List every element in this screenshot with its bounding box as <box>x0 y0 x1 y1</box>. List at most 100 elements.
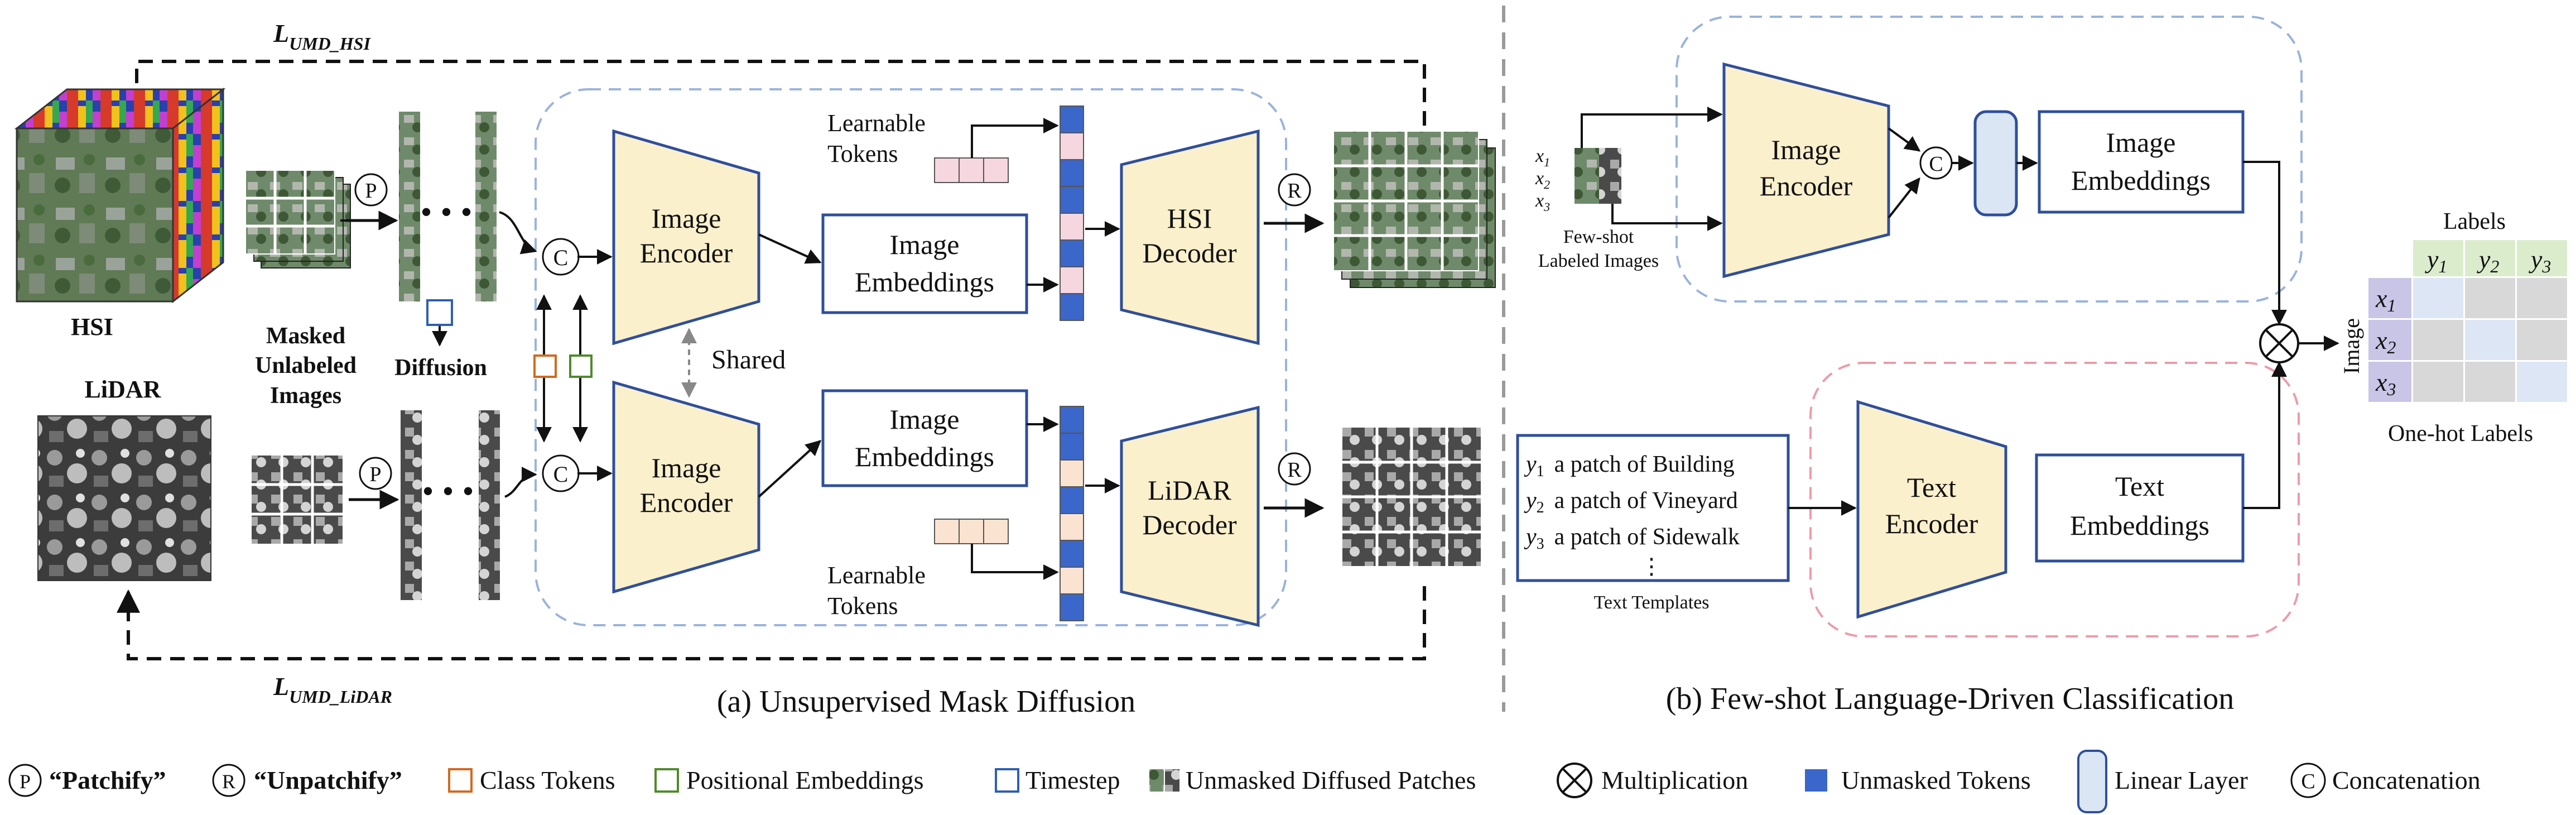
learnable-tokens-hsi <box>934 157 1009 183</box>
lidar-image <box>37 415 211 581</box>
patchify-icon-lidar <box>359 457 392 490</box>
tokens-label-hsi: Tokens <box>827 140 898 167</box>
hsi-reconstruction <box>1333 131 1496 288</box>
lidar-embeddings-label: Image <box>890 404 960 435</box>
labeled-images-label: Labeled Images <box>1538 251 1659 271</box>
panel-b-image-container <box>1675 16 2303 303</box>
unlabeled-label: Unlabeled <box>255 353 357 378</box>
one-hot-matrix <box>2368 240 2567 402</box>
labels-title: Labels <box>2443 209 2506 234</box>
panel-a-container <box>535 88 1287 626</box>
text-embeddings-label: Text <box>2115 471 2164 502</box>
legend-unpatchify: “Unpatchify” <box>254 766 402 794</box>
lidar-loss-path <box>117 586 1426 660</box>
text-encoder-label-2: Encoder <box>1885 508 1978 539</box>
x2-label: x2 <box>1535 168 1550 191</box>
patchify-symbol: P <box>365 179 377 203</box>
fewshot-embeddings-label-2: Embeddings <box>2071 165 2211 196</box>
diffusion-label: Diffusion <box>394 355 487 381</box>
hsi-label: HSI <box>71 313 113 341</box>
text-embeddings <box>2035 453 2245 563</box>
hsi-loss-path <box>125 60 1426 126</box>
hsi-loss-label: LUMD_HSI <box>273 19 371 54</box>
row-x2-label: x2 <box>2375 326 2396 357</box>
y1-label: y1 <box>2425 245 2447 276</box>
lidar-embeddings-label-2: Embeddings <box>855 441 994 472</box>
text-encoder-label: Text <box>1907 472 1956 503</box>
concat-symbol: C <box>1929 152 1943 176</box>
text-embeddings-label-2: Embeddings <box>2070 510 2209 541</box>
svg-text:• • •: • • • <box>420 194 472 231</box>
legend: P “Patchify” R “Unpatchify” Class Tokens… <box>8 750 2481 813</box>
lidar-loss-label: LUMD_LiDAR <box>273 672 392 707</box>
masked-label: Masked <box>266 323 345 349</box>
few-shot-label: Few-shot <box>1563 227 1634 247</box>
text-templates-caption: Text Templates <box>1593 592 1709 613</box>
fewshot-encoder-label: Image <box>1771 134 1841 165</box>
panel-b-text-container <box>1809 362 2300 637</box>
lidar-masked-patches <box>251 454 344 545</box>
hsi-encoder-label: Image <box>652 203 721 234</box>
hsi-decoder <box>1120 129 1260 346</box>
multiplication-icon <box>2259 323 2299 363</box>
hsi-decoder-label-2: Decoder <box>1142 237 1237 269</box>
row-x1-label: x1 <box>2375 284 2396 315</box>
timestep-box <box>426 299 453 326</box>
lidar-encoder-label-2: Encoder <box>640 487 733 518</box>
legend-concat-symbol: C <box>2301 770 2315 793</box>
lidar-decoder <box>1120 405 1260 627</box>
panel-b-caption: (b) Few-shot Language-Driven Classificat… <box>1666 682 2235 716</box>
legend-unmasked-diffused-patches: Unmasked Diffused Patches <box>1186 766 1476 794</box>
hsi-token-column <box>1060 106 1084 321</box>
fewshot-image-encoder <box>1722 62 1890 279</box>
legend-patchify-symbol: P <box>20 770 31 793</box>
legend-unmasked-tokens: Unmasked Tokens <box>1841 766 2031 794</box>
lidar-decoder-label-2: Decoder <box>1142 509 1237 540</box>
lidar-image-embeddings <box>821 389 1028 487</box>
legend-unpatchify-symbol: R <box>222 770 235 793</box>
y3-label: y3 <box>2529 245 2551 276</box>
lidar-image-encoder <box>612 380 760 594</box>
hsi-embeddings-label-2: Embeddings <box>855 266 994 298</box>
panel-a-caption: (a) Unsupervised Mask Diffusion <box>717 684 1135 719</box>
hsi-decoder-label: HSI <box>1167 203 1212 234</box>
hsi-masked-patches <box>245 170 351 269</box>
lidar-patch-sequence: • • • <box>401 410 500 600</box>
lidar-label: LiDAR <box>85 376 162 403</box>
svg-text:• • •: • • • <box>422 473 474 510</box>
hsi-image-encoder <box>612 129 760 346</box>
learnable-tokens-lidar <box>934 519 1009 544</box>
template-ellipsis: ⋮ <box>1640 554 1663 579</box>
lidar-token-column <box>1060 406 1084 621</box>
legend-concatenation: Concatenation <box>2332 766 2481 794</box>
hsi-embeddings-label: Image <box>890 229 960 260</box>
hsi-cube <box>14 87 226 304</box>
unpatchify-symbol: R <box>1287 179 1302 203</box>
linear-layer <box>1973 110 2018 217</box>
hsi-encoder-label-2: Encoder <box>640 237 733 269</box>
y2-label: y2 <box>2477 245 2499 276</box>
class-token-box <box>533 354 557 378</box>
legend-multiplication: Multiplication <box>1601 766 1748 794</box>
learnable-label-hsi: Learnable <box>827 109 926 137</box>
images-label: Images <box>270 383 341 409</box>
unpatchify-icon-hsi <box>1278 173 1311 207</box>
text-encoder <box>1856 400 2007 619</box>
lidar-reconstruction <box>1341 426 1482 567</box>
concat-symbol: C <box>553 462 569 487</box>
unpatchify-icon-lidar <box>1278 452 1311 486</box>
one-hot-caption: One-hot Labels <box>2388 421 2533 447</box>
concat-symbol: C <box>553 245 569 270</box>
legend-timestep: Timestep <box>1025 766 1120 794</box>
learnable-label-lidar: Learnable <box>827 562 926 589</box>
legend-class-tokens: Class Tokens <box>480 766 615 794</box>
patchify-symbol: P <box>369 463 381 486</box>
lidar-decoder-label: LiDAR <box>1148 474 1232 506</box>
x3-label: x3 <box>1535 190 1550 214</box>
tokens-label-lidar: Tokens <box>827 592 898 620</box>
text-templates-box <box>1516 434 1790 582</box>
fewshot-image-embeddings <box>2038 110 2245 214</box>
